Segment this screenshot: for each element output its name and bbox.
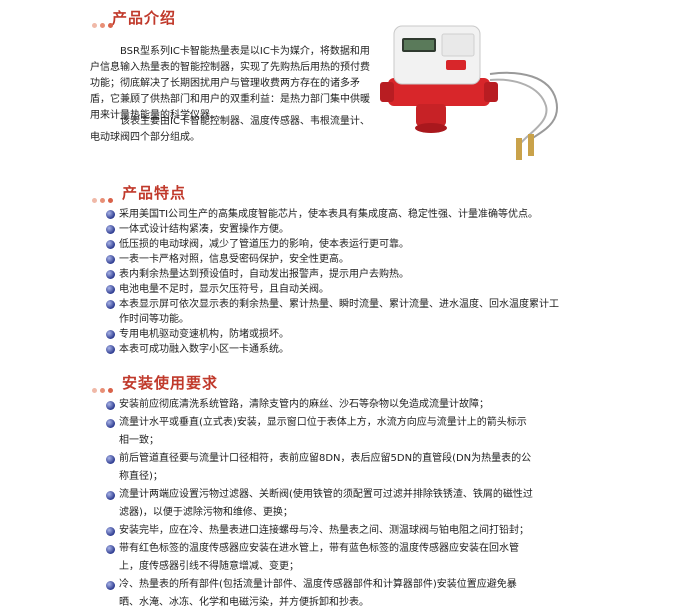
install-list: 安装前应彻底清洗系统管路，清除支管内的麻丝、沙石等杂物以免造成流量计故障； 流量… — [106, 396, 536, 612]
list-item: 流量计两端应设置污物过滤器、关断阀(使用铁管的须配置可过滤并排除铁锈渣、铁屑的磁… — [106, 486, 536, 522]
bullet-icon — [106, 210, 115, 219]
bullet-icon — [106, 270, 115, 279]
bullet-icon — [106, 419, 115, 428]
list-item: 一体式设计结构紧凑，安置操作方便。 — [106, 222, 566, 237]
heading-dots — [92, 13, 116, 28]
list-item: 本表可成功融入数字小区一卡通系统。 — [106, 342, 566, 357]
bullet-icon — [106, 330, 115, 339]
bullet-icon — [106, 455, 115, 464]
list-item: 带有红色标签的温度传感器应安装在进水管上，带有蓝色标签的温度传感器应安装在回水管… — [106, 540, 536, 576]
list-item: 表内剩余热量达到预设值时，自动发出报警声，提示用户去购热。 — [106, 267, 566, 282]
list-item: 安装完毕，应在冷、热量表进口连接螺母与冷、热量表之间、测温球阀与铂电阻之间打铅封… — [106, 522, 536, 540]
bullet-icon — [106, 240, 115, 249]
list-item: 流量计水平或垂直(立式表)安装，显示窗口位于表体上方，水流方向应与流量计上的箭头… — [106, 414, 536, 450]
list-item: 专用电机驱动变速机构，防堵或损坏。 — [106, 327, 566, 342]
bullet-icon — [106, 255, 115, 264]
bullet-icon — [106, 300, 115, 309]
features-list: 采用美国TI公司生产的高集成度智能芯片，使本表具有集成度高、稳定性强、计量准确等… — [106, 207, 566, 357]
features-heading: 产品特点 — [122, 184, 187, 202]
bullet-icon — [106, 545, 115, 554]
bullet-icon — [106, 225, 115, 234]
heading-dots — [92, 188, 116, 203]
list-item: 冷、热量表的所有部件(包括流量计部件、温度传感器部件和计算器部件)安装位置应避免… — [106, 576, 536, 612]
bullet-icon — [106, 491, 115, 500]
heading-dots — [92, 378, 116, 393]
heat-meter-icon — [380, 25, 559, 160]
list-item: 电池电量不足时，显示欠压符号，且自动关阀。 — [106, 282, 566, 297]
list-item: 采用美国TI公司生产的高集成度智能芯片，使本表具有集成度高、稳定性强、计量准确等… — [106, 207, 566, 222]
list-item: 本表显示屏可依次显示表的剩余热量、累计热量、瞬时流量、累计流量、进水温度、回水温… — [106, 297, 566, 327]
bullet-icon — [106, 581, 115, 590]
intro-heading: 产品介绍 — [112, 9, 177, 27]
bullet-icon — [106, 345, 115, 354]
bullet-icon — [106, 527, 115, 536]
list-item: 低压损的电动球阀，减少了管道压力的影响，使本表运行更可靠。 — [106, 237, 566, 252]
list-item: 安装前应彻底清洗系统管路，清除支管内的麻丝、沙石等杂物以免造成流量计故障； — [106, 396, 536, 414]
intro-paragraph-1: BSR型系列IC卡智能热量表是以IC卡为媒介，将数据和用户信息输入热量表的智能控… — [90, 46, 370, 121]
list-item: 前后管道直径要与流量计口径相符，表前应留8DN，表后应留5DN的直管段(DN为热… — [106, 450, 536, 486]
list-item: 一表一卡严格对照，信息受密码保护，安全性更高。 — [106, 252, 566, 267]
bullet-icon — [106, 401, 115, 410]
intro-paragraph-2: 该表主要由IC卡智能控制器、温度传感器、韦根流量计、电动球阀四个部分组成。 — [90, 116, 370, 143]
bullet-icon — [106, 285, 115, 294]
install-heading: 安装使用要求 — [122, 374, 219, 392]
